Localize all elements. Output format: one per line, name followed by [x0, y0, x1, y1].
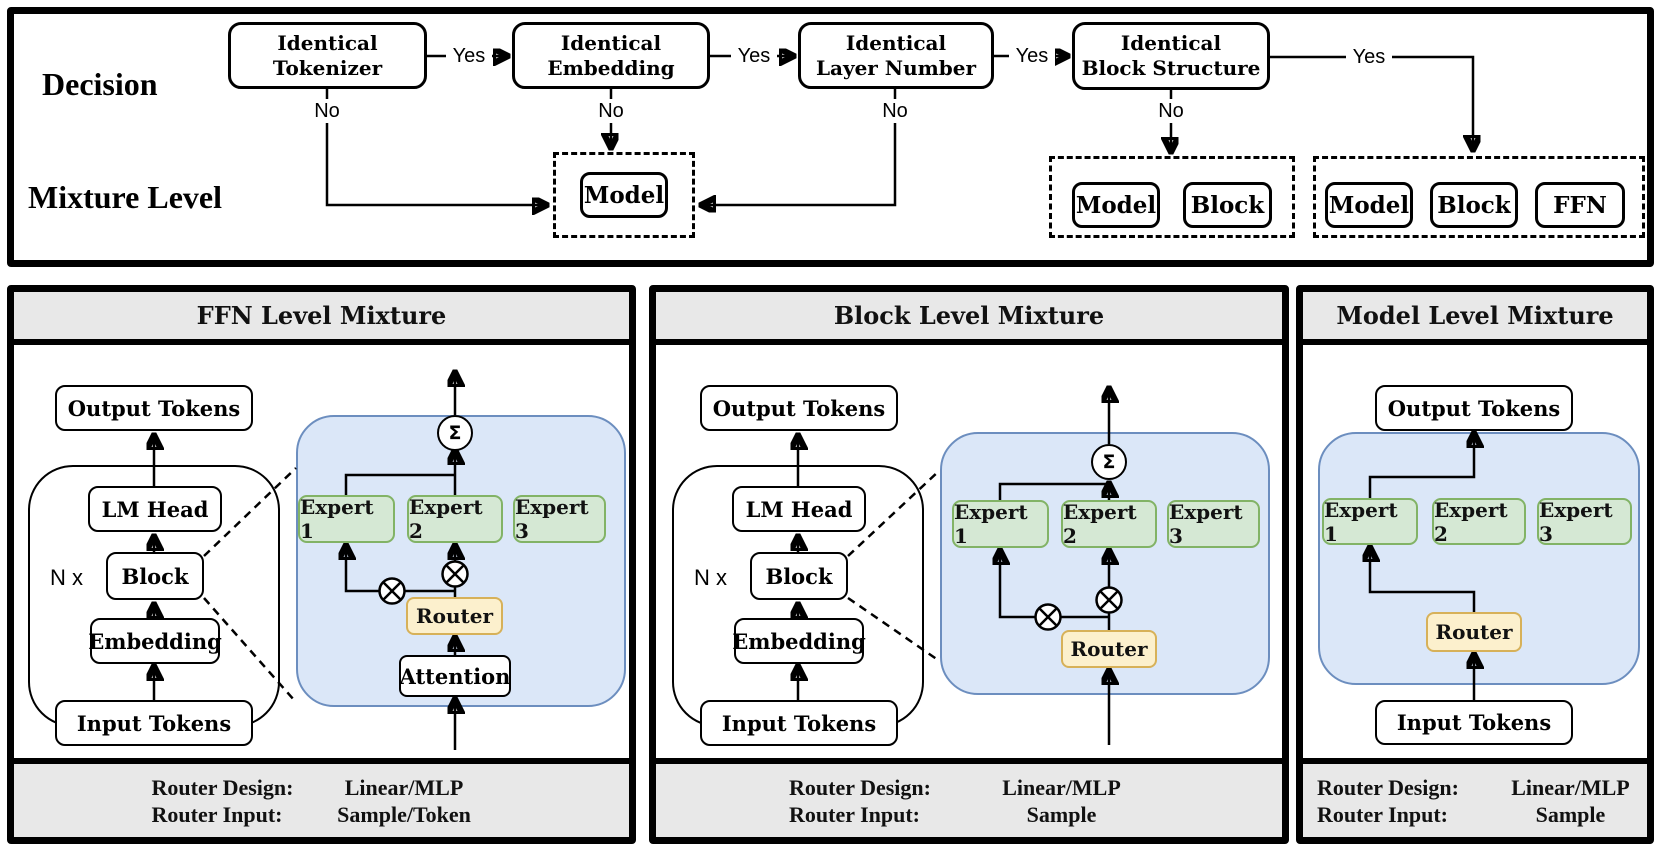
input-tokens-box: Input Tokens [700, 700, 898, 746]
decision-box-layer-number: Identical Layer Number [798, 22, 994, 89]
no-label-4: No [1153, 99, 1189, 123]
yes-label-3: Yes [1009, 44, 1055, 68]
n-times-label: N x [694, 565, 727, 590]
outcome-group-model [553, 152, 695, 238]
router-box: Router [1426, 612, 1522, 652]
expert-2-box: Expert 2 [407, 495, 503, 543]
router-design-value: Linear/MLP [1002, 774, 1121, 800]
router-input-label: Router Input: [789, 801, 921, 827]
no-label-1: No [309, 99, 345, 123]
input-tokens-box: Input Tokens [1375, 700, 1573, 745]
lm-head-box: LM Head [732, 486, 866, 532]
yes-label-1: Yes [446, 44, 492, 68]
expert-2-box: Expert 2 [1061, 500, 1157, 548]
router-input-value: Sample [1535, 801, 1606, 827]
input-tokens-box: Input Tokens [55, 700, 253, 746]
router-box: Router [406, 597, 503, 635]
expert-3-box: Expert 3 [513, 495, 606, 543]
outcome-box-ffn: FFN [1535, 182, 1625, 228]
output-tokens-box: Output Tokens [1375, 385, 1573, 431]
router-input-value: Sample [1026, 801, 1097, 827]
yes-label-2: Yes [731, 44, 777, 68]
decision-box-tokenizer: Identical Tokenizer [228, 22, 427, 89]
decision-box-line1: Identical [560, 30, 662, 55]
expert-2-box: Expert 2 [1432, 498, 1526, 546]
expert-3-box: Expert 3 [1537, 498, 1632, 546]
decision-box-line2: Tokenizer [272, 55, 383, 80]
embedding-box: Embedding [732, 618, 866, 664]
router-input-row: Router Input: Sample/Token [14, 801, 629, 828]
block-box: Block [750, 552, 848, 600]
router-design-row: Router Design: Linear/MLP [14, 774, 629, 801]
outcome-box-model: Model [1325, 182, 1413, 228]
yes-label-4: Yes [1346, 45, 1392, 69]
lm-head-box: LM Head [88, 486, 222, 532]
output-tokens-box: Output Tokens [700, 385, 898, 431]
decision-box-line1: Identical [277, 30, 378, 55]
router-input-value: Sample/Token [337, 801, 471, 827]
outcome-box-model: Model [1072, 182, 1160, 228]
outcome-box-block: Block [1430, 182, 1518, 228]
outcome-group-model-block [1049, 156, 1295, 238]
router-input-label: Router Input: [151, 801, 283, 827]
block-box: Block [106, 552, 204, 600]
expert-1-box: Expert 1 [1322, 498, 1418, 546]
outcome-box-block: Block [1183, 182, 1272, 228]
model-panel-title: Model Level Mixture [1303, 292, 1647, 345]
ffn-panel-title: FFN Level Mixture [14, 292, 629, 345]
decision-box-line2: Layer Number [815, 55, 977, 80]
n-times-label: N x [50, 565, 83, 590]
router-design-value: Linear/MLP [1511, 774, 1630, 800]
block-panel-title: Block Level Mixture [656, 292, 1282, 345]
expert-1-box: Expert 1 [298, 495, 395, 543]
decision-row-label: Decision [42, 66, 158, 102]
attention-box: Attention [399, 655, 511, 697]
decision-box-line2: Embedding [547, 55, 675, 80]
no-label-3: No [877, 99, 913, 123]
decision-box-line1: Identical [845, 30, 947, 55]
expert-1-box: Expert 1 [952, 500, 1049, 548]
router-box: Router [1061, 630, 1157, 668]
router-design-label: Router Design: [151, 774, 294, 800]
decision-box-line2: Block Structure [1081, 56, 1261, 80]
decision-box-embedding: Identical Embedding [512, 22, 710, 89]
decision-box-block-structure: Identical Block Structure [1072, 22, 1270, 90]
output-tokens-box: Output Tokens [55, 385, 253, 431]
sum-operator: Σ [1091, 444, 1127, 480]
router-input-row: Router Input: Sample [1303, 801, 1647, 828]
router-design-label: Router Design: [1317, 774, 1459, 800]
block-panel-footer: Router Design: Linear/MLP Router Input: … [656, 758, 1282, 837]
router-design-row: Router Design: Linear/MLP [656, 774, 1282, 801]
mixture-level-row-label: Mixture Level [28, 179, 223, 215]
router-design-label: Router Design: [789, 774, 931, 800]
decision-box-line1: Identical [1120, 31, 1222, 55]
outcome-group-model-block-ffn [1313, 156, 1645, 238]
expert-3-box: Expert 3 [1167, 500, 1260, 548]
outcome-box-model: Model [580, 172, 668, 218]
model-panel-footer: Router Design: Linear/MLP Router Input: … [1303, 758, 1647, 837]
ffn-panel-footer: Router Design: Linear/MLP Router Input: … [14, 758, 629, 837]
router-input-label: Router Input: [1317, 801, 1449, 827]
embedding-box: Embedding [88, 618, 222, 664]
router-design-value: Linear/MLP [344, 774, 464, 800]
router-input-row: Router Input: Sample [656, 801, 1282, 828]
router-design-row: Router Design: Linear/MLP [1303, 774, 1647, 801]
no-label-2: No [593, 99, 629, 123]
sum-operator: Σ [437, 415, 473, 451]
